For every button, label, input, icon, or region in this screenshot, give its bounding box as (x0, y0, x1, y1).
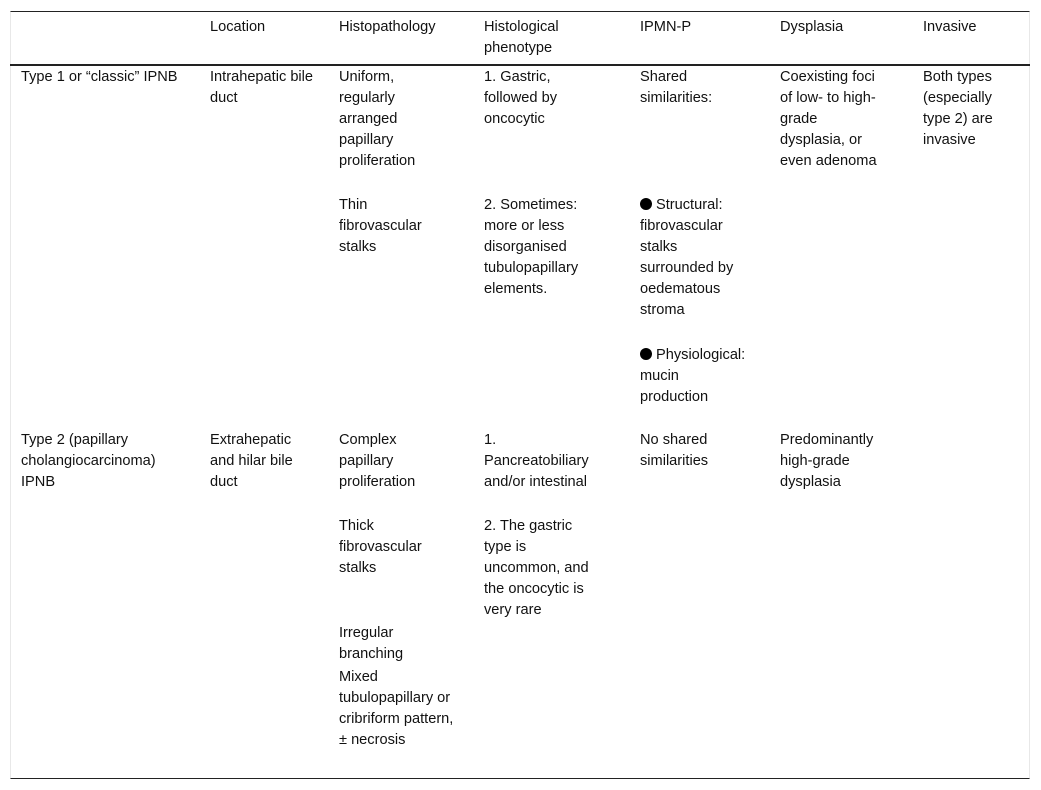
type1-histopathology-2: Thin fibrovascular stalks (339, 197, 422, 255)
type1-dysplasia: Coexisting foci of low- to high-grade dy… (780, 69, 877, 169)
type2-phenotype-2: 2. The gastric type is uncommon, and the… (484, 518, 589, 618)
type2-histopathology-1: Complex papillary proliferation (339, 432, 416, 490)
type1-ipmn-physiological: Physiological: mucin production (640, 345, 748, 408)
type1-invasive: Both types (especially type 2) are invas… (923, 69, 993, 148)
type1-phenotype-2: 2. Sometimes: more or less disorganised … (484, 197, 579, 297)
type2-location: Extrahepatic and hilar bile duct (210, 432, 293, 490)
table-frame (10, 11, 1030, 779)
type1-ipmn-structural: Structural: fibrovascular stalks surroun… (640, 195, 740, 321)
type2-histopathology-2: Thick fibrovascular stalks (339, 518, 422, 576)
type1-ipmn-structural-text: Structural: fibrovascular stalks surroun… (640, 197, 734, 318)
header-ipmn-p: IPMN-P (640, 19, 692, 35)
type2-histopathology-4: Mixed tubulopapillary or cribriform patt… (339, 669, 454, 748)
header-histopathology: Histopathology (339, 19, 436, 35)
type1-phenotype-1: 1. Gastric, followed by oncocytic (484, 69, 558, 127)
header-histological-phenotype: Histological phenotype (484, 19, 559, 56)
type1-name: Type 1 or “classic” IPNB (21, 69, 178, 85)
type1-location: Intrahepatic bile duct (210, 69, 314, 106)
type1-ipmn-physiological-text: Physiological: mucin production (640, 347, 746, 405)
type2-histopathology-3: Irregular branching (339, 625, 404, 662)
type2-ipmn: No shared similarities (640, 432, 709, 469)
header-invasive: Invasive (923, 19, 977, 35)
bullet-icon (640, 198, 652, 210)
type2-name: Type 2 (papillary cholangiocarcinoma) IP… (21, 432, 156, 490)
type2-dysplasia: Predominantly high-grade dysplasia (780, 432, 874, 490)
header-dysplasia: Dysplasia (780, 19, 844, 35)
header-divider (10, 64, 1030, 66)
header-location: Location (210, 19, 266, 35)
bullet-icon (640, 348, 652, 360)
type1-histopathology-1: Uniform, regularly arranged papillary pr… (339, 69, 416, 169)
type1-ipmn-intro: Shared similarities: (640, 69, 713, 106)
type2-phenotype-1: 1. Pancreatobiliary and/or intestinal (484, 432, 589, 490)
